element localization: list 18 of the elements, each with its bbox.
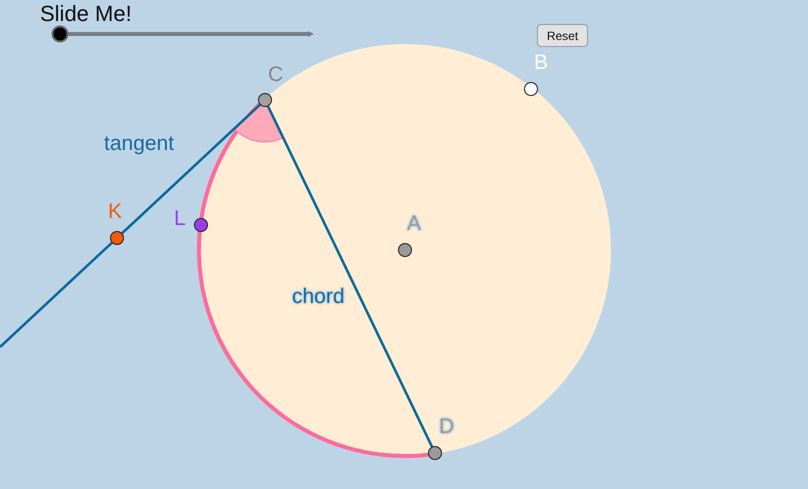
point-marker [428,446,442,460]
point-label: D [439,416,454,437]
point-label: A [407,213,422,234]
point-marker [194,218,208,232]
slider-label: Slide Me! [40,1,132,27]
edge-label: tangent [104,133,174,154]
point-marker [110,231,124,245]
point-label: B [534,52,548,73]
line-segment [121,104,261,234]
line-segment [0,242,113,348]
line-segment [266,106,434,448]
point-label: K [108,201,122,222]
point-label: L [174,208,186,229]
point-marker [524,82,538,96]
edge-label: chord [292,286,345,307]
reset-button: Reset [537,24,588,47]
point-marker [258,93,272,107]
point-label: C [268,64,284,85]
